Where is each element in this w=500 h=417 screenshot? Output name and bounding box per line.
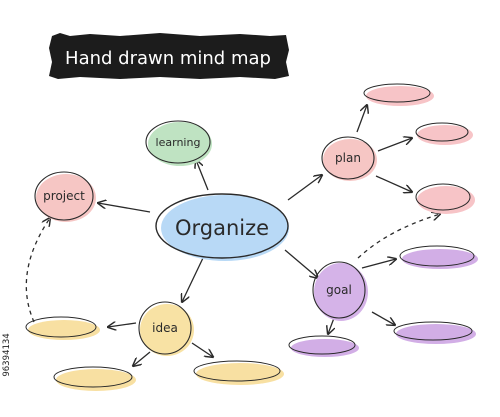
leaf-pink-lower xyxy=(415,183,475,214)
node-center-fill xyxy=(161,195,289,261)
node-goal-outline xyxy=(312,261,366,319)
leaf-purple-bottom xyxy=(288,335,359,357)
arrow-plan-to-mid-leaf xyxy=(377,138,412,152)
arrow-idea-to-left-leaf xyxy=(108,323,137,327)
node-project-fill xyxy=(36,174,96,222)
arrow-center-to-plan xyxy=(287,175,322,201)
leaf-yellow-bottom-right xyxy=(193,360,284,385)
node-plan-label: plan xyxy=(335,151,361,165)
node-center: Organize xyxy=(155,193,289,261)
node-plan-fill xyxy=(323,139,377,181)
connectors xyxy=(25,105,440,366)
goal-leaves xyxy=(288,245,478,357)
node-idea-outline xyxy=(138,301,192,355)
node-learning-label: learning xyxy=(156,136,201,149)
title-banner-background xyxy=(49,33,289,79)
leaf-yellow-bottom-left xyxy=(53,366,136,391)
arrow-center-to-idea xyxy=(182,257,204,302)
node-learning-outline xyxy=(145,120,211,164)
dashed-arrow-yellow-leaf-to-project xyxy=(25,218,50,323)
arrow-idea-to-bottom-left-leaf xyxy=(133,351,151,366)
idea-leaves xyxy=(25,316,284,391)
leaf-pink-middle xyxy=(415,122,473,145)
arrow-plan-to-top-leaf xyxy=(356,105,367,133)
leaf-pink-top xyxy=(363,83,434,106)
arrow-goal-to-lower-right-leaf xyxy=(371,311,395,325)
stock-id: 96394134 xyxy=(2,333,12,376)
node-project-label: project xyxy=(43,189,85,203)
node-idea-fill xyxy=(140,304,194,356)
leaf-purple-right xyxy=(399,245,478,269)
leaf-purple-lower-right xyxy=(393,321,476,344)
title-banner: Hand drawn mind map xyxy=(49,33,289,79)
node-goal: goal xyxy=(312,261,368,321)
node-goal-fill xyxy=(314,263,368,321)
node-idea-label: idea xyxy=(152,321,178,335)
node-center-outline xyxy=(155,193,289,259)
node-goal-label: goal xyxy=(326,283,352,297)
node-learning: learning xyxy=(145,120,212,166)
node-center-label: Organize xyxy=(175,216,269,240)
arrow-center-to-learning xyxy=(196,160,209,191)
node-plan-outline xyxy=(321,136,375,180)
arrow-idea-to-bottom-right-leaf xyxy=(191,342,213,357)
arrow-plan-to-low-leaf xyxy=(375,175,412,192)
leaf-yellow-left xyxy=(25,316,100,340)
arrow-goal-to-bottom-leaf xyxy=(328,317,334,334)
arrow-center-to-project xyxy=(98,203,151,213)
arrow-goal-to-right-leaf xyxy=(361,259,396,269)
arrow-center-to-goal xyxy=(284,249,318,278)
plan-leaves xyxy=(363,83,475,214)
dashed-arrow-goal-to-plan-leaf xyxy=(357,214,440,259)
title-text: Hand drawn mind map xyxy=(65,48,271,69)
node-project: project xyxy=(34,171,96,222)
node-project-outline xyxy=(34,171,94,221)
node-idea: idea xyxy=(138,301,194,356)
node-plan: plan xyxy=(321,136,377,181)
node-learning-fill xyxy=(148,122,212,166)
